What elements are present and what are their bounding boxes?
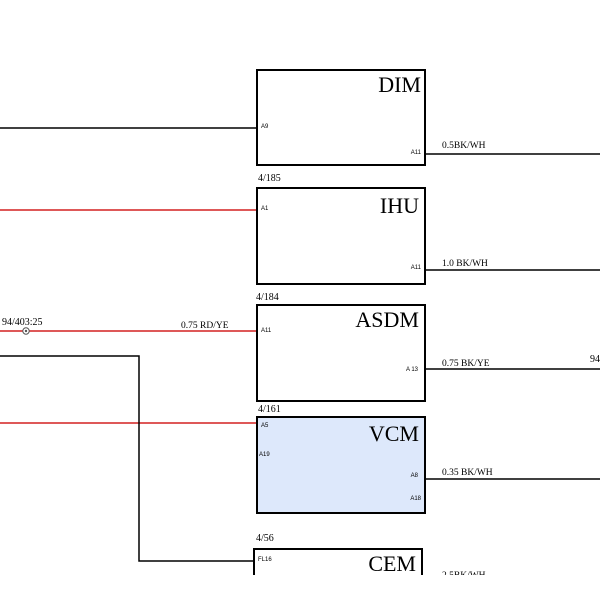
module-ihu-ref: 4/185	[258, 173, 281, 184]
wire-label-vcm-out: 0.35 BK/WH	[442, 468, 493, 478]
module-vcm-pin-in-2: A19	[259, 452, 270, 458]
bottom-crop-band	[0, 575, 600, 604]
module-vcm-pin-out-2: A18	[410, 496, 421, 502]
wire-label-ihu-out: 1.0 BK/WH	[442, 259, 488, 269]
wire-label-asdm-in: 0.75 RD/YE	[181, 321, 229, 331]
module-vcm-pin-out: A8	[411, 473, 419, 479]
module-dim-pin-in: A9	[261, 124, 269, 130]
module-ihu-title: IHU	[380, 193, 419, 218]
module-dim[interactable]: DIM A9 A11	[256, 69, 426, 166]
module-asdm[interactable]: ASDM A11 A 13	[256, 304, 426, 402]
module-dim-pin-out: A11	[411, 150, 422, 156]
module-asdm-ref: 4/184	[256, 292, 279, 303]
module-vcm[interactable]: VCM A5 A19 A8 A18	[256, 416, 426, 514]
wire-label-asdm-out: 0.75 BK/YE	[442, 359, 490, 369]
module-vcm-pin-in: A5	[261, 423, 269, 429]
module-cem-pin-in: FL16	[258, 557, 272, 563]
module-ihu[interactable]: IHU A1 A11	[256, 187, 426, 285]
module-vcm-ref: 4/161	[258, 404, 281, 415]
wire-label-dim-out: 0.5BK/WH	[442, 141, 486, 151]
splice-label: 94/403:25	[2, 317, 43, 328]
splice-point	[22, 327, 30, 335]
module-ihu-pin-out: A11	[411, 265, 422, 271]
module-ihu-pin-in: A1	[261, 206, 269, 212]
edge-label-asdm-right: 94	[590, 354, 600, 365]
wire-cem-in	[0, 355, 257, 562]
module-vcm-title: VCM	[369, 421, 419, 446]
module-cem-title: CEM	[368, 551, 416, 576]
module-asdm-title: ASDM	[355, 307, 419, 332]
module-cem-ref: 4/56	[256, 533, 274, 544]
module-asdm-pin-out: A 13	[406, 367, 419, 373]
module-asdm-pin-in: A11	[261, 328, 272, 334]
module-dim-title: DIM	[378, 72, 421, 97]
